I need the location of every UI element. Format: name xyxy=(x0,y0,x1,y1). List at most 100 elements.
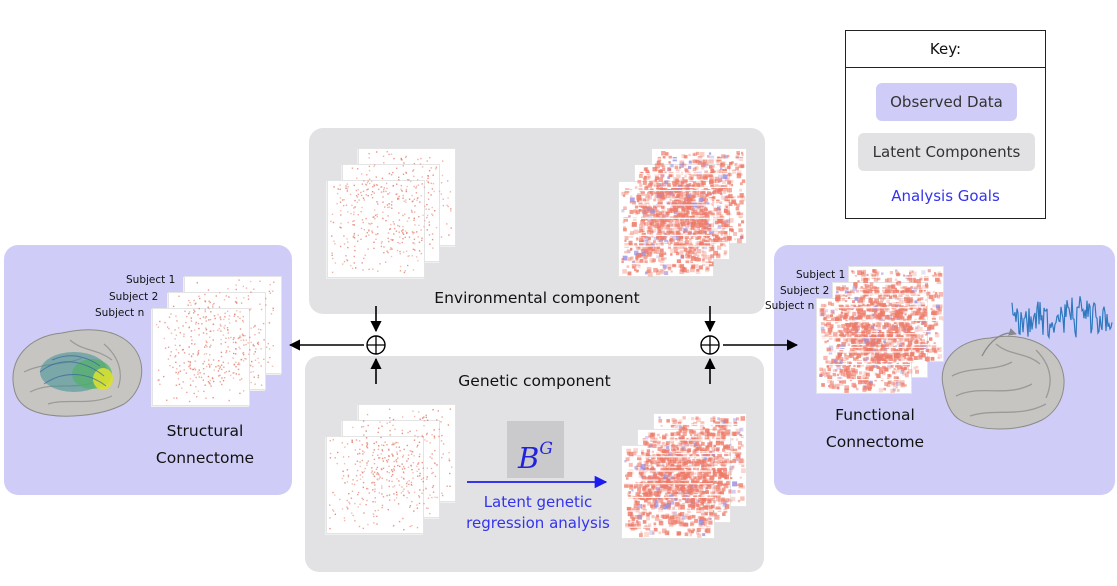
matrix-cell xyxy=(213,369,215,371)
matrix-cell xyxy=(654,246,659,252)
matrix-cell xyxy=(203,360,206,363)
matrix-cell xyxy=(704,512,708,516)
matrix-cell xyxy=(880,348,885,352)
matrix-cell xyxy=(699,208,703,213)
matrix-cell xyxy=(678,166,681,169)
matrix-cell xyxy=(392,442,394,444)
matrix-cell xyxy=(652,248,655,251)
matrix-cell xyxy=(676,212,681,217)
matrix-cell xyxy=(179,365,181,367)
matrix-cell xyxy=(369,223,371,225)
matrix-cell xyxy=(828,332,832,335)
matrix-cell xyxy=(366,232,368,234)
matrix-cell xyxy=(647,489,650,492)
matrix-cell xyxy=(398,480,400,482)
matrix-cell xyxy=(832,368,836,372)
matrix-cell xyxy=(227,288,229,290)
matrix-cell xyxy=(396,167,398,169)
matrix-cell xyxy=(919,277,923,281)
matrix-cell xyxy=(402,471,405,473)
matrix-cell xyxy=(911,320,916,325)
matrix-cell xyxy=(870,353,875,358)
matrix-cell xyxy=(207,375,210,378)
matrix-cell xyxy=(365,194,367,196)
matrix-cell xyxy=(396,494,398,496)
matrix-cell xyxy=(670,462,675,466)
matrix-cell xyxy=(703,243,706,246)
matrix-cell xyxy=(846,338,851,343)
matrix-cell xyxy=(351,490,354,492)
matrix-cell xyxy=(664,433,668,436)
matrix-cell xyxy=(648,207,653,212)
matrix-cell xyxy=(631,524,636,529)
matrix-cell xyxy=(901,327,906,332)
matrix-cell xyxy=(657,235,663,241)
matrix-cell xyxy=(166,326,169,328)
matrix-cell xyxy=(653,214,659,219)
matrix-cell xyxy=(413,219,415,221)
matrix-cell xyxy=(892,307,897,312)
matrix-cell xyxy=(373,247,375,250)
matrix-cell xyxy=(851,318,856,322)
matrix-cell xyxy=(250,327,252,329)
matrix-cell xyxy=(676,459,681,465)
matrix-cell xyxy=(898,359,901,362)
matrix-cell xyxy=(232,357,234,359)
matrix-cell xyxy=(701,512,705,516)
matrix-cell xyxy=(188,327,190,329)
matrix-cell xyxy=(701,466,704,470)
matrix-cell xyxy=(708,210,712,214)
matrix-cell xyxy=(192,353,194,355)
matrix-cell xyxy=(697,221,700,224)
matrix-cell xyxy=(690,207,694,211)
matrix-cell xyxy=(202,332,205,334)
matrix-cell xyxy=(691,265,694,269)
matrix-cell xyxy=(393,460,395,463)
matrix-cell xyxy=(392,221,395,223)
matrix-cell xyxy=(421,183,423,185)
matrix-cell xyxy=(434,168,437,170)
matrix-cell xyxy=(413,242,416,245)
matrix-cell xyxy=(269,283,271,286)
matrix-cell xyxy=(190,356,193,358)
matrix-cell xyxy=(244,357,246,360)
matrix-cell xyxy=(851,317,855,320)
matrix-cell xyxy=(649,222,653,226)
matrix-cell xyxy=(368,229,370,231)
matrix-cell xyxy=(674,501,680,507)
matrix-cell xyxy=(693,494,697,498)
matrix-cell xyxy=(735,155,739,159)
matrix-cell xyxy=(870,285,875,290)
matrix-cell xyxy=(900,366,904,370)
matrix-cell xyxy=(639,258,644,263)
matrix-cell xyxy=(359,503,361,505)
environmental-label: Environmental component xyxy=(434,289,640,307)
matrix-cell xyxy=(741,153,744,156)
matrix-cell xyxy=(449,485,451,487)
matrix-cell xyxy=(689,514,693,519)
matrix-cell xyxy=(695,488,699,492)
matrix-cell xyxy=(431,472,433,475)
matrix-cell xyxy=(877,306,882,311)
matrix-cell xyxy=(684,175,687,178)
matrix-cell xyxy=(191,343,193,345)
matrix-cell xyxy=(193,374,196,376)
matrix-gridline xyxy=(653,158,745,160)
matrix-cell xyxy=(723,428,726,431)
matrix-cell xyxy=(830,380,834,385)
matrix-cell xyxy=(886,377,890,381)
matrix-cell xyxy=(680,447,684,451)
matrix-cell xyxy=(660,229,665,234)
matrix-cell xyxy=(893,368,896,371)
matrix-cell xyxy=(862,326,865,329)
matrix-cell xyxy=(402,456,404,458)
matrix-cell xyxy=(660,242,664,246)
matrix-cell xyxy=(863,341,867,346)
matrix-cell xyxy=(239,317,241,320)
matrix-cell xyxy=(671,224,674,227)
matrix-cell xyxy=(668,245,671,249)
matrix-cell xyxy=(704,173,709,178)
matrix-cell xyxy=(936,279,942,285)
matrix-cell xyxy=(249,364,252,366)
matrix-cell xyxy=(193,312,195,314)
